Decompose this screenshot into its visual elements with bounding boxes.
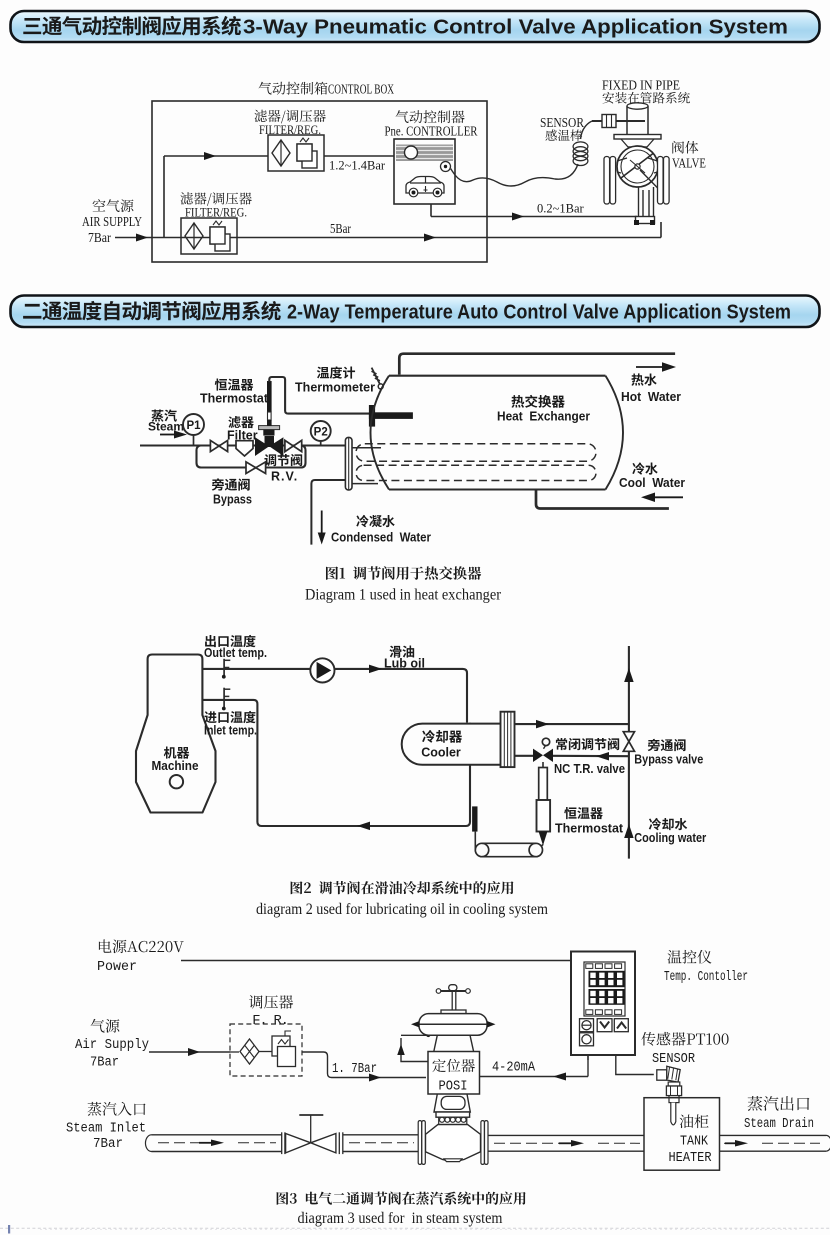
svg-text:P1: P1 (186, 420, 201, 432)
svg-text:Steam Inlet: Steam Inlet (66, 1121, 146, 1137)
svg-text:Cooling water: Cooling water (634, 831, 706, 845)
svg-text:7Bar: 7Bar (90, 1055, 119, 1071)
svg-text:Temp. Contoller: Temp. Contoller (664, 969, 748, 985)
svg-text:POSI: POSI (439, 1079, 468, 1095)
svg-text:Air Supply: Air Supply (75, 1037, 149, 1053)
svg-text:FIXED IN PIPE: FIXED IN PIPE (602, 78, 680, 93)
svg-text:7Bar: 7Bar (88, 230, 111, 245)
svg-text:Outlet temp.: Outlet temp. (204, 646, 267, 660)
svg-text:4-20mA: 4-20mA (492, 1060, 535, 1076)
svg-text:FILTER/REG.: FILTER/REG. (185, 205, 247, 220)
svg-text:TANK: TANK (680, 1134, 708, 1150)
svg-text:Thermometer: Thermometer (295, 381, 375, 395)
svg-text:Condensed Water: Condensed Water (331, 531, 431, 545)
svg-text:Diagram 1 used in heat exchang: Diagram 1 used in heat exchanger (305, 587, 502, 604)
svg-text:CONTROL BOX: CONTROL BOX (328, 82, 394, 97)
svg-text:SENSOR: SENSOR (652, 1051, 695, 1067)
svg-text:Filter: Filter (227, 429, 258, 443)
svg-text:Power: Power (97, 959, 137, 975)
svg-text:Heat Exchanger: Heat Exchanger (497, 410, 590, 424)
svg-text:Cooler: Cooler (421, 746, 461, 760)
svg-text:Machine: Machine (152, 759, 199, 773)
svg-text:3-Way Pneumatic Control Valve: 3-Way Pneumatic Control Valve Applicatio… (243, 15, 788, 38)
svg-text:diagram 2 used for lubricating: diagram 2 used for lubricating oil in co… (256, 901, 548, 918)
svg-text:0.2~1Bar: 0.2~1Bar (537, 202, 585, 216)
svg-text:1. 7Bar: 1. 7Bar (332, 1061, 377, 1077)
svg-text:1.2~1.4Bar: 1.2~1.4Bar (329, 159, 386, 173)
svg-text:Cool Water: Cool Water (619, 476, 685, 490)
svg-text:Thermostat: Thermostat (555, 822, 624, 836)
svg-text:NC T.R. valve: NC T.R. valve (554, 762, 625, 776)
svg-text:P2: P2 (314, 427, 328, 439)
svg-text:HEATER: HEATER (669, 1150, 712, 1166)
svg-text:R.V.: R.V. (271, 470, 298, 484)
svg-text:AIR SUPPLY: AIR SUPPLY (82, 214, 142, 229)
svg-text:Bypass valve: Bypass valve (634, 753, 703, 767)
svg-text:Lub oil: Lub oil (384, 657, 425, 671)
svg-text:5Bar: 5Bar (330, 221, 351, 236)
svg-text:Steam Drain: Steam Drain (744, 1116, 814, 1132)
svg-text:Hot Water: Hot Water (621, 390, 681, 404)
svg-text:Inlet temp.: Inlet temp. (204, 724, 257, 738)
svg-text:FILTER/REG.: FILTER/REG. (259, 122, 321, 137)
svg-text:diagram 3 used for in steam s: diagram 3 used for in steam system (298, 1210, 503, 1227)
svg-text:2-Way Temperature Auto Control: 2-Way Temperature Auto Control Valve App… (287, 300, 791, 323)
svg-text:Thermostat: Thermostat (200, 392, 269, 406)
svg-text:Pne. CONTROLLER: Pne. CONTROLLER (385, 124, 478, 139)
svg-text:SENSOR: SENSOR (540, 115, 584, 130)
svg-text:Bypass: Bypass (213, 493, 252, 507)
svg-text:VALVE: VALVE (672, 157, 706, 172)
svg-text:7Bar: 7Bar (93, 1136, 123, 1152)
svg-text:Steam: Steam (148, 420, 184, 434)
svg-text:F. R.: F. R. (252, 1014, 287, 1029)
